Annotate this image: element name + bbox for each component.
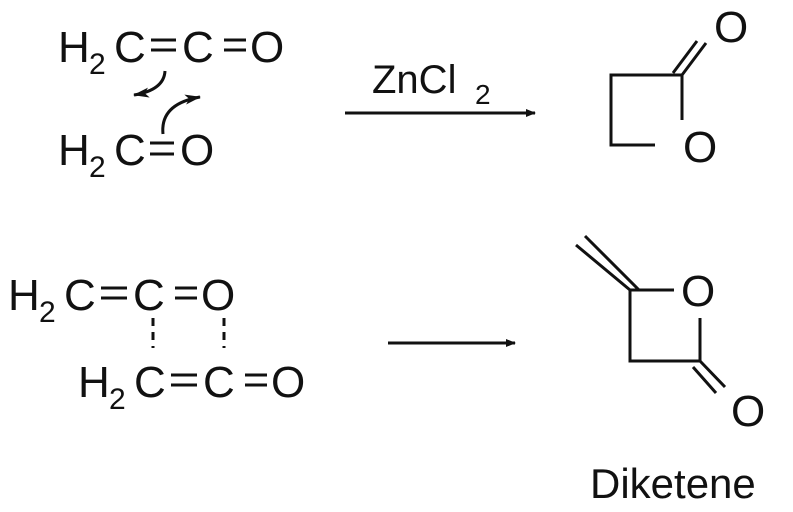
atom-h: H	[58, 23, 90, 72]
atom-o: O	[250, 23, 284, 72]
ketene-dimer-transition: H 2 C C O H 2 C C O	[8, 271, 305, 416]
atom-c: C	[114, 126, 146, 175]
atom-c: C	[64, 271, 96, 320]
carbonyl-bond-line	[671, 40, 699, 74]
atom-c: C	[133, 271, 165, 320]
atom-c: C	[203, 358, 235, 407]
exo-methylene-bond-line	[583, 234, 641, 292]
catalyst-subscript: 2	[475, 79, 491, 110]
propiolactone-molecule: O O	[609, 3, 748, 172]
ring-bonds	[609, 73, 684, 147]
atom-o: O	[683, 123, 717, 172]
atom-c: C	[134, 358, 166, 407]
atom-c: C	[182, 23, 214, 72]
subscript: 2	[39, 296, 56, 329]
curved-arrow-icon	[133, 70, 167, 98]
atom-o: O	[180, 126, 214, 175]
ketene-molecule: H 2 C C O	[58, 23, 284, 81]
catalyst-label: ZnCl	[372, 58, 456, 102]
atom-h: H	[8, 271, 40, 320]
atom-h: H	[58, 126, 90, 175]
formaldehyde-molecule: H 2 C O	[58, 126, 214, 184]
atom-h: H	[78, 358, 110, 407]
subscript: 2	[89, 48, 106, 81]
atom-o: O	[714, 3, 748, 52]
diketene-molecule: O O	[575, 234, 765, 436]
exo-methylene-bond	[575, 243, 631, 292]
curved-arrow-icon	[161, 94, 201, 135]
product-name-label: Diketene	[590, 460, 756, 507]
atom-o: O	[681, 267, 715, 316]
carbonyl-bond-line	[691, 366, 718, 394]
atom-o: O	[271, 358, 305, 407]
atom-o: O	[201, 271, 235, 320]
subscript: 2	[109, 383, 126, 416]
carbonyl-bond	[680, 42, 708, 76]
subscript: 2	[89, 151, 106, 184]
carbonyl-bond	[698, 359, 727, 389]
atom-c: C	[114, 23, 146, 72]
ring-bonds	[628, 288, 702, 363]
atom-o: O	[731, 387, 765, 436]
